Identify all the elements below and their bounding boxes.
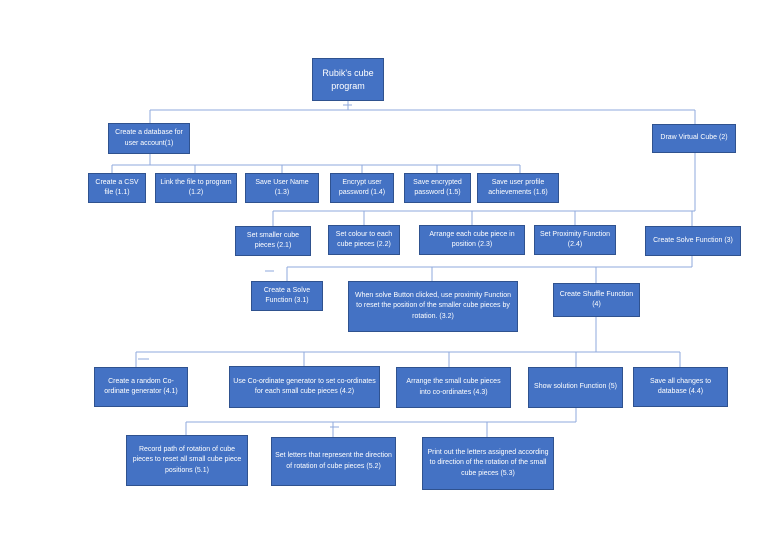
node-link-file: Link the file to program (1.2) [155, 173, 237, 203]
node-arrange-cube-piece: Arrange each cube piece in position (2.3… [419, 225, 525, 255]
node-solve-button-clicked: When solve Button clicked, use proximity… [348, 281, 518, 332]
node-save-all-changes: Save all changes to database (4.4) [633, 367, 728, 407]
node-set-proximity: Set Proximity Function (2.4) [534, 225, 616, 255]
node-arrange-small-cube: Arrange the small cube pieces into co-or… [396, 367, 511, 408]
node-print-letters: Print out the letters assigned according… [422, 437, 554, 490]
node-save-encrypted-password: Save encrypted password (1.5) [404, 173, 471, 203]
node-encrypt-password: Encrypt user password (1.4) [330, 173, 394, 203]
node-create-shuffle-function: Create Shuffle Function (4) [553, 283, 640, 317]
node-set-letters: Set letters that represent the direction… [271, 437, 396, 486]
node-create-a-solve-function: Create a Solve Function (3.1) [251, 281, 323, 311]
node-save-user-name: Save User Name (1.3) [245, 173, 319, 203]
node-use-coordinate-generator: Use Co-ordinate generator to set co-ordi… [229, 366, 380, 408]
node-create-database: Create a database for user account(1) [108, 123, 190, 154]
node-create-csv: Create a CSV file (1.1) [88, 173, 146, 203]
node-save-achievements: Save user profile achievements (1.6) [477, 173, 559, 203]
node-rubiks-cube-program: Rubik's cube program [312, 58, 384, 101]
node-set-colour: Set colour to each cube pieces (2.2) [328, 225, 400, 255]
node-set-smaller-cube: Set smaller cube pieces (2.1) [235, 226, 311, 256]
node-draw-virtual-cube: Draw Virtual Cube (2) [652, 124, 736, 153]
node-create-solve-function: Create Solve Function (3) [645, 226, 741, 256]
node-record-path: Record path of rotation of cube pieces t… [126, 435, 248, 486]
node-show-solution-function: Show solution Function (5) [528, 367, 623, 408]
node-random-coordinate-generator: Create a random Co-ordinate generator (4… [94, 367, 188, 407]
